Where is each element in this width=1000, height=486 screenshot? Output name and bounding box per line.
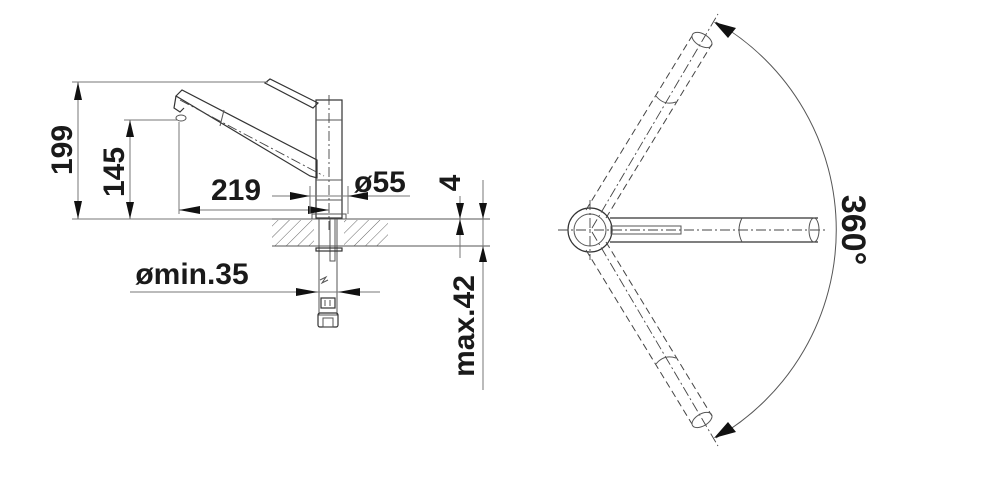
dimension-max-thickness: max.42 xyxy=(448,180,487,390)
label-4: 4 xyxy=(434,174,467,191)
label-145: 145 xyxy=(98,147,131,197)
label-max42: max.42 xyxy=(448,275,481,377)
label-219: 219 xyxy=(211,174,261,207)
dimension-base-diameter: ø55 xyxy=(272,166,410,214)
mounting-shank xyxy=(315,218,343,328)
spout-position-center xyxy=(610,217,820,243)
top-view: 360° xyxy=(558,13,872,447)
spout-position-up xyxy=(585,13,719,229)
dimension-spout-reach: 219 xyxy=(178,122,329,214)
arc-arrow-bottom-icon xyxy=(714,422,736,438)
dimension-spout-height: 145 xyxy=(98,119,178,219)
label-o55: ø55 xyxy=(354,166,406,199)
arc-arrow-top-icon xyxy=(714,22,736,38)
dimension-hole-diameter: ømin.35 xyxy=(130,258,380,296)
label-360: 360° xyxy=(834,195,872,265)
countertop-section xyxy=(272,218,490,247)
faucet-body xyxy=(173,78,347,230)
rotation-arc xyxy=(714,21,837,439)
side-view: 199 145 219 ø55 xyxy=(46,78,490,390)
dimension-total-height: 199 xyxy=(46,81,272,220)
spout-position-down xyxy=(585,231,719,447)
dimension-countertop-offset: 4 xyxy=(434,174,467,258)
label-199: 199 xyxy=(46,125,79,175)
label-omin35: ømin.35 xyxy=(135,258,248,291)
